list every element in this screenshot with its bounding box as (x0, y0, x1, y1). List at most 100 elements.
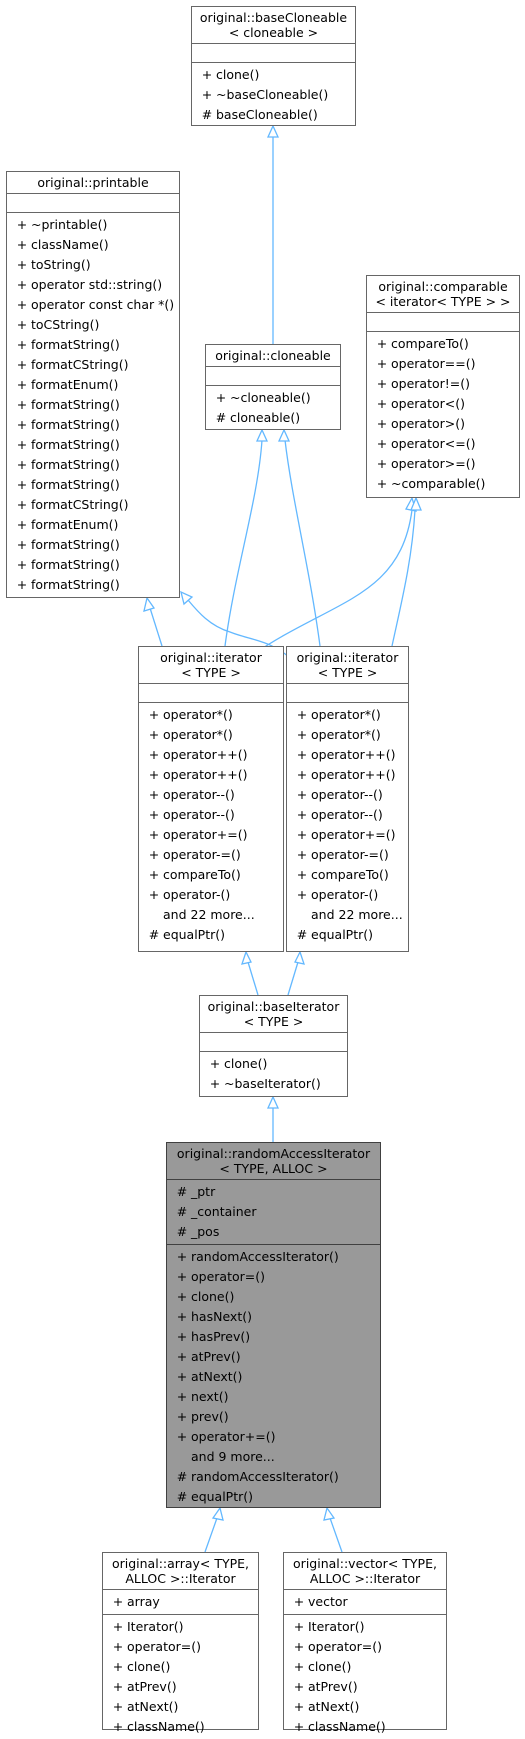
class-title[interactable]: original::baseIterator< TYPE > (200, 996, 347, 1033)
method-row[interactable]: +operator-=() (287, 845, 408, 865)
method-row[interactable]: +clone() (167, 1287, 380, 1307)
method-row[interactable]: +operator--() (287, 805, 408, 825)
method-row[interactable]: +operator std::string() (7, 275, 179, 295)
method-row[interactable]: +operator>=() (367, 454, 519, 474)
class-title[interactable]: original::baseCloneable< cloneable > (192, 7, 355, 44)
method-row[interactable]: +className() (7, 235, 179, 255)
method-row[interactable]: +~comparable() (367, 474, 519, 494)
method-row[interactable]: #equalPtr() (167, 1487, 380, 1507)
method-row[interactable]: +Iterator() (103, 1617, 258, 1637)
method-row[interactable]: #equalPtr() (287, 925, 408, 945)
method-row[interactable]: #baseCloneable() (192, 105, 355, 125)
method-row[interactable]: +formatEnum() (7, 515, 179, 535)
method-row[interactable]: +operator++() (287, 765, 408, 785)
class-title[interactable]: original::array< TYPE,ALLOC >::Iterator (103, 1553, 258, 1590)
method-row[interactable]: +operator=() (284, 1637, 446, 1657)
method-row[interactable]: #equalPtr() (139, 925, 283, 945)
method-row[interactable]: +toCString() (7, 315, 179, 335)
class-title[interactable]: original::comparable< iterator< TYPE > > (367, 276, 519, 313)
method-row[interactable]: +formatString() (7, 415, 179, 435)
method-row[interactable]: +operator>() (367, 414, 519, 434)
method-row[interactable]: +formatString() (7, 435, 179, 455)
method-row[interactable]: +operator=() (103, 1637, 258, 1657)
class-title[interactable]: original::iterator< TYPE > (139, 647, 283, 684)
method-row[interactable]: +operator++() (139, 745, 283, 765)
class-node-printable[interactable]: original::printable+~printable()+classNa… (6, 171, 180, 598)
method-row[interactable]: +atNext() (284, 1697, 446, 1717)
method-row[interactable]: +~baseIterator() (200, 1074, 347, 1094)
class-node-iterator-2[interactable]: original::iterator< TYPE >+operator*()+o… (286, 646, 409, 952)
method-row[interactable]: +operator<=() (367, 434, 519, 454)
method-row[interactable]: +operator--() (139, 805, 283, 825)
method-row[interactable]: +atPrev() (103, 1677, 258, 1697)
method-row[interactable]: +operator*() (139, 725, 283, 745)
method-row[interactable]: +compareTo() (287, 865, 408, 885)
method-row[interactable]: +operator--() (287, 785, 408, 805)
method-row[interactable]: +operator++() (139, 765, 283, 785)
method-row[interactable]: +formatString() (7, 335, 179, 355)
method-row[interactable]: +atNext() (103, 1697, 258, 1717)
method-row[interactable]: +className() (103, 1717, 258, 1737)
class-node-baseCloneable[interactable]: original::baseCloneable< cloneable >+clo… (191, 6, 356, 126)
method-row[interactable]: +compareTo() (139, 865, 283, 885)
method-row[interactable]: +operator--() (139, 785, 283, 805)
method-row[interactable]: +clone() (192, 65, 355, 85)
method-row[interactable]: +clone() (200, 1054, 347, 1074)
method-row[interactable]: #randomAccessIterator() (167, 1467, 380, 1487)
method-row[interactable]: +formatString() (7, 535, 179, 555)
method-row[interactable]: +operator++() (287, 745, 408, 765)
method-row[interactable]: +compareTo() (367, 334, 519, 354)
method-row[interactable]: +next() (167, 1387, 380, 1407)
method-row[interactable]: +atPrev() (167, 1347, 380, 1367)
method-row[interactable]: +operator-() (287, 885, 408, 905)
method-row[interactable]: +formatCString() (7, 355, 179, 375)
more-members-link[interactable]: +and 9 more... (167, 1447, 380, 1467)
attribute-row[interactable]: #_container (167, 1202, 380, 1222)
method-row[interactable]: +formatEnum() (7, 375, 179, 395)
method-row[interactable]: +~cloneable() (206, 388, 340, 408)
method-row[interactable]: +~printable() (7, 215, 179, 235)
class-title[interactable]: original::iterator< TYPE > (287, 647, 408, 684)
method-row[interactable]: +atNext() (167, 1367, 380, 1387)
method-row[interactable]: +clone() (284, 1657, 446, 1677)
method-row[interactable]: +operator*() (139, 705, 283, 725)
method-row[interactable]: +operator=() (167, 1267, 380, 1287)
method-row[interactable]: +formatString() (7, 555, 179, 575)
method-row[interactable]: +operator*() (287, 725, 408, 745)
method-row[interactable]: +formatString() (7, 395, 179, 415)
method-row[interactable]: +operator==() (367, 354, 519, 374)
method-row[interactable]: +formatString() (7, 475, 179, 495)
class-title[interactable]: original::cloneable (206, 345, 340, 367)
class-title[interactable]: original::printable (7, 172, 179, 194)
class-node-array-Iterator[interactable]: original::array< TYPE,ALLOC >::Iterator+… (102, 1552, 259, 1734)
method-row[interactable]: +Iterator() (284, 1617, 446, 1637)
class-title[interactable]: original::randomAccessIterator< TYPE, AL… (167, 1143, 380, 1180)
method-row[interactable]: +hasNext() (167, 1307, 380, 1327)
method-row[interactable]: +operator+=() (167, 1427, 380, 1447)
class-node-iterator-1[interactable]: original::iterator< TYPE >+operator*()+o… (138, 646, 284, 952)
attribute-row[interactable]: +vector (284, 1592, 446, 1612)
attribute-row[interactable]: +array (103, 1592, 258, 1612)
method-row[interactable]: +operator+=() (139, 825, 283, 845)
method-row[interactable]: +operator!=() (367, 374, 519, 394)
method-row[interactable]: +~baseCloneable() (192, 85, 355, 105)
class-node-comparable[interactable]: original::comparable< iterator< TYPE > >… (366, 275, 520, 498)
method-row[interactable]: +hasPrev() (167, 1327, 380, 1347)
method-row[interactable]: +operator+=() (287, 825, 408, 845)
method-row[interactable]: +operator-() (139, 885, 283, 905)
class-node-randomAccessIterator[interactable]: original::randomAccessIterator< TYPE, AL… (166, 1142, 381, 1508)
attribute-row[interactable]: #_pos (167, 1222, 380, 1242)
class-title[interactable]: original::vector< TYPE,ALLOC >::Iterator (284, 1553, 446, 1590)
class-node-cloneable[interactable]: original::cloneable+~cloneable()#cloneab… (205, 344, 341, 430)
method-row[interactable]: +operator-=() (139, 845, 283, 865)
method-row[interactable]: +prev() (167, 1407, 380, 1427)
method-row[interactable]: +operator const char *() (7, 295, 179, 315)
class-node-baseIterator[interactable]: original::baseIterator< TYPE >+clone()+~… (199, 995, 348, 1097)
method-row[interactable]: +formatCString() (7, 495, 179, 515)
method-row[interactable]: +formatString() (7, 455, 179, 475)
method-row[interactable]: +clone() (103, 1657, 258, 1677)
method-row[interactable]: +className() (284, 1717, 446, 1737)
method-row[interactable]: +formatString() (7, 575, 179, 595)
more-members-link[interactable]: +and 22 more... (139, 905, 283, 925)
method-row[interactable]: +randomAccessIterator() (167, 1247, 380, 1267)
